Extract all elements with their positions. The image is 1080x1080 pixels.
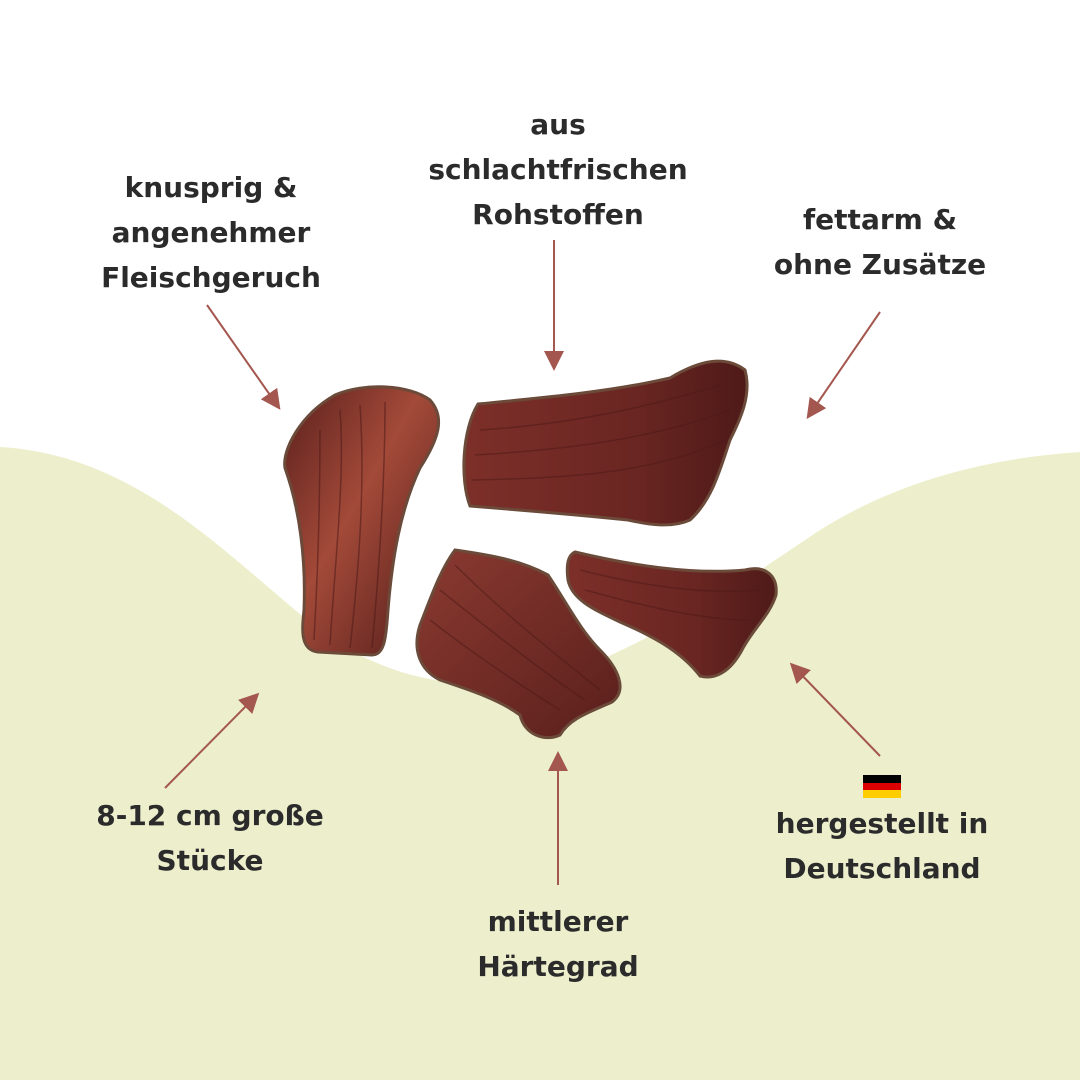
callout-line: Härtegrad — [477, 950, 639, 983]
callout-line: fettarm & — [803, 203, 957, 236]
chew-piece-3 — [415, 548, 622, 740]
flag-stripe-gold — [863, 790, 901, 798]
callout-line: aus — [530, 108, 586, 141]
chew-piece-4 — [565, 550, 778, 679]
arrow-herkunft — [789, 662, 881, 757]
chew-piece-3-fibers — [429, 564, 601, 711]
flag-stripe-red — [863, 782, 901, 791]
chew-piece-1 — [283, 385, 441, 657]
callout-knusprig: knusprig & angenehmer Fleischgeruch — [101, 165, 321, 300]
callout-rohstoffe: aus schlachtfrischen Rohstoffen — [428, 102, 687, 237]
callout-line: ohne Zusätze — [773, 248, 987, 281]
arrow-knusprig — [206, 304, 281, 410]
callout-line: Fleischgeruch — [101, 261, 321, 294]
chew-piece-2 — [462, 359, 749, 527]
chew-piece-4-fibers — [579, 569, 761, 621]
callout-line: schlachtfrischen — [428, 153, 688, 186]
callout-herkunft: hergestellt in Deutschland — [776, 801, 989, 891]
callout-line: Deutschland — [783, 852, 981, 885]
callout-line: knusprig & — [124, 171, 298, 204]
arrow-fettarm — [806, 311, 881, 419]
chew-piece-2-fibers — [471, 384, 731, 481]
callout-line: Rohstoffen — [472, 198, 644, 231]
chew-piece-1-fibers — [313, 401, 386, 649]
callout-line: hergestellt in — [775, 807, 989, 840]
arrow-groesse — [164, 692, 260, 789]
callout-line: 8-12 cm große — [96, 799, 324, 832]
callout-line: mittlerer — [487, 905, 629, 938]
callout-haertegrad: mittlerer Härtegrad — [477, 899, 638, 989]
wave-shape — [0, 447, 1080, 1080]
callout-line: Stücke — [156, 844, 264, 877]
callout-line: angenehmer — [111, 216, 311, 249]
callout-fettarm: fettarm & ohne Zusätze — [774, 197, 986, 287]
callout-groesse: 8-12 cm große Stücke — [96, 793, 324, 883]
germany-flag-icon — [863, 775, 901, 798]
flag-stripe-black — [863, 775, 901, 783]
